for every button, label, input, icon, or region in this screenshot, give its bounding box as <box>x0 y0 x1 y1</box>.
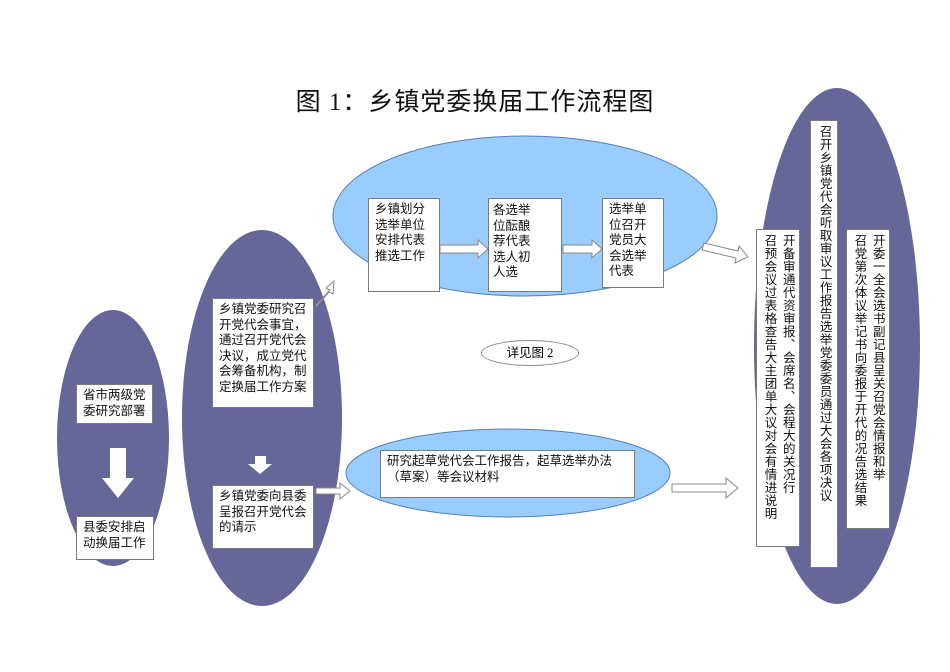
block-arrow-icon <box>562 238 603 260</box>
block-arrow-icon <box>701 242 749 264</box>
ellipse-stage-2 <box>182 230 342 606</box>
block-arrow-icon <box>439 238 489 260</box>
node-provincial-deployment: 省市两级党委研究部署 <box>76 384 153 424</box>
column-text: 召党第次体议举记书向委报于开代的况告选结果 <box>852 234 867 507</box>
node-county-launch: 县委安排启动换届工作 <box>76 516 154 560</box>
node-draft-materials: 研究起草党代会工作报告，起草选举办法（草案）等会议材料 <box>380 450 635 498</box>
column-text: 召预会议过表格查告大主团单大议对会有情进说明 <box>762 234 777 520</box>
node-recommend-line: 选人初 <box>493 249 531 264</box>
node-recommend-candidates: 各选举 位酝酿 荐代表 选人初 人选 <box>488 198 562 292</box>
node-recommend-candidates-text: 各选举 位酝酿 荐代表 选人初 人选 <box>493 203 557 281</box>
node-recommend-line: 各选举 <box>493 203 531 217</box>
column-text: 召开乡镇党代会听取审议工作报告选举党委委员通过大会各项决议 <box>817 125 832 502</box>
column-text: 开委一全会选书副记县呈关召党会情报和举 <box>870 234 885 481</box>
node-recommend-line: 荐代表 <box>493 234 531 248</box>
node-member-meeting: 选举单位召开党员大会选举代表 <box>602 198 664 288</box>
node-township-plan: 乡镇党委研究召开党代会事宜，通过召开党代会决议，成立党代会筹备机构，制定换届工作… <box>212 298 314 408</box>
node-divide-units: 乡镇划分选举单位安排代表推选工作 <box>368 198 440 292</box>
node-recommend-line: 位酝酿 <box>493 218 531 233</box>
see-figure-2-label: 详见图 2 <box>481 340 579 366</box>
block-arrow-icon <box>671 476 739 500</box>
node-recommend-line: 人选 <box>493 265 519 279</box>
node-township-request: 乡镇党委向县委呈报召开党代会的请示 <box>212 485 314 549</box>
page-title: 图 1：乡镇党委换届工作流程图 <box>295 89 655 116</box>
column-text: 开备审通代资审报、会席名、会程大的关况行 <box>780 234 795 494</box>
node-preparatory-meeting: 开备审通代资审报、会席名、会程大的关况行 召预会议过表格查告大主团单大议对会有情… <box>756 229 800 547</box>
down-arrow-icon <box>248 456 272 474</box>
node-congress-session: 召开乡镇党代会听取审议工作报告选举党委委员通过大会各项决议 <box>810 120 838 568</box>
down-arrow-icon <box>102 448 134 498</box>
block-arrow-icon <box>315 279 335 309</box>
node-first-plenary: 开委一全会选书副记县呈关召党会情报和举 召党第次体议举记书向委报于开代的况告选结… <box>846 229 890 529</box>
block-arrow-icon <box>315 481 351 501</box>
ellipse-stage-1 <box>57 310 169 566</box>
